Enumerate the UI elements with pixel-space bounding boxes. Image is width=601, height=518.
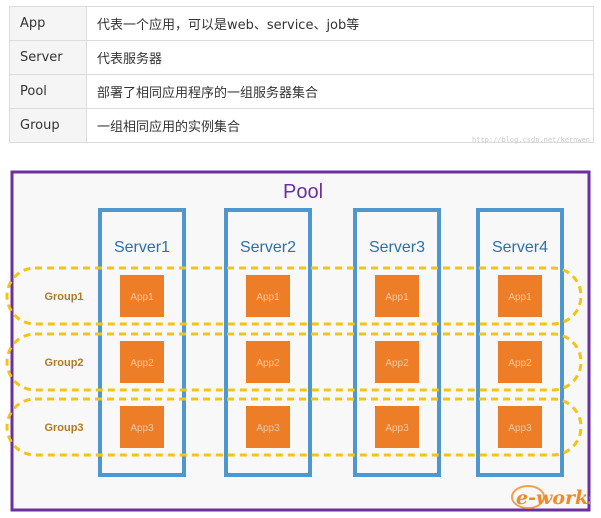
row-value: 代表一个应用，可以是web、service、job等 bbox=[86, 6, 594, 41]
server-column bbox=[224, 208, 312, 477]
server-column bbox=[353, 208, 441, 477]
group-band bbox=[5, 332, 583, 392]
server-label: Server4 bbox=[492, 239, 548, 256]
app-box bbox=[120, 406, 164, 448]
app-label: App2 bbox=[130, 358, 154, 369]
app-label: App1 bbox=[385, 292, 409, 303]
app-label: App1 bbox=[508, 292, 532, 303]
app-box bbox=[246, 341, 290, 383]
table-row: Group 一组相同应用的实例集合 bbox=[9, 108, 594, 143]
app-box bbox=[375, 341, 419, 383]
app-label: App3 bbox=[130, 423, 154, 434]
app-label: App2 bbox=[508, 358, 532, 369]
app-box bbox=[120, 275, 164, 317]
app-box bbox=[375, 406, 419, 448]
pool-label: Pool bbox=[283, 181, 323, 203]
app-label: App3 bbox=[385, 423, 409, 434]
server-column bbox=[476, 208, 564, 477]
definition-table: App 代表一个应用，可以是web、service、job等 Server 代表… bbox=[9, 6, 594, 143]
server-column bbox=[98, 208, 186, 477]
app-box bbox=[375, 275, 419, 317]
table-row: App 代表一个应用，可以是web、service、job等 bbox=[9, 6, 594, 41]
server-label: Server1 bbox=[114, 239, 170, 256]
app-box bbox=[498, 275, 542, 317]
row-key: Group bbox=[9, 108, 87, 143]
eworks-logo: e-works bbox=[511, 485, 590, 509]
server-label: Server3 bbox=[369, 239, 425, 256]
group-band bbox=[5, 266, 583, 326]
group-label: Group2 bbox=[44, 357, 83, 369]
app-box bbox=[498, 406, 542, 448]
row-value: 部署了相同应用程序的一组服务器集合 bbox=[86, 74, 594, 109]
row-key: App bbox=[9, 6, 87, 41]
app-label: App2 bbox=[385, 358, 409, 369]
app-box bbox=[498, 341, 542, 383]
group-band bbox=[5, 397, 583, 457]
group-label: Group3 bbox=[44, 422, 83, 434]
app-label: App3 bbox=[256, 423, 280, 434]
logo-swoosh bbox=[511, 485, 545, 509]
group-label: Group1 bbox=[44, 291, 83, 303]
row-key: Pool bbox=[9, 74, 87, 109]
app-box bbox=[246, 406, 290, 448]
app-label: App1 bbox=[256, 292, 280, 303]
app-label: App1 bbox=[130, 292, 154, 303]
logo-text: e-works bbox=[516, 487, 590, 509]
row-key: Server bbox=[9, 40, 87, 75]
watermark: http://blog.csdn.net/kernwen bbox=[472, 136, 591, 144]
row-value: 代表服务器 bbox=[86, 40, 594, 75]
server-label: Server2 bbox=[240, 239, 296, 256]
app-label: App3 bbox=[508, 423, 532, 434]
app-box bbox=[246, 275, 290, 317]
app-box bbox=[120, 341, 164, 383]
row-value: 一组相同应用的实例集合 bbox=[86, 108, 594, 143]
app-label: App2 bbox=[256, 358, 280, 369]
table-row: Pool 部署了相同应用程序的一组服务器集合 bbox=[9, 74, 594, 109]
table-row: Server 代表服务器 bbox=[9, 40, 594, 75]
